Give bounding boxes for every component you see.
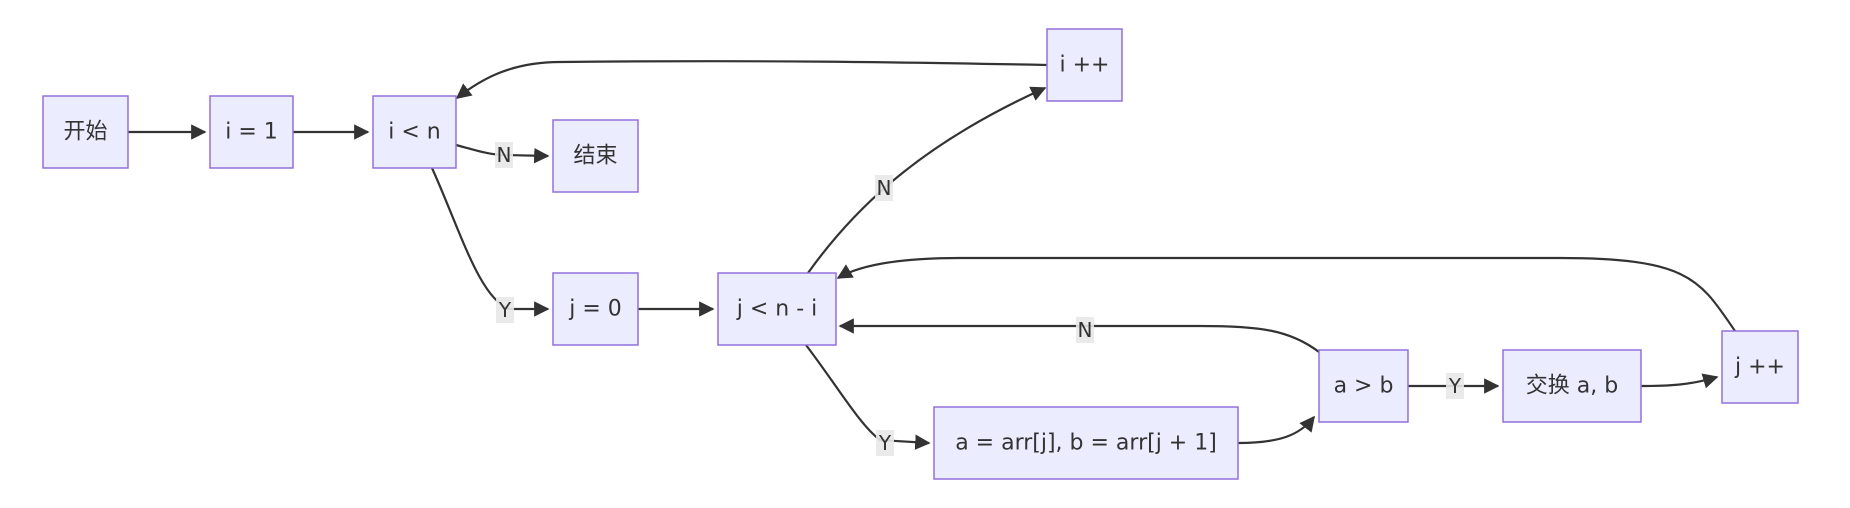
node-cmp: a > b [1318, 349, 1409, 423]
node-label: i ++ [1060, 53, 1110, 78]
node-swap: 交换 a, b [1502, 349, 1642, 423]
edge-cmp-to-cond_j [838, 318, 1320, 353]
edge-label-text: Y [498, 298, 512, 322]
node-label: 结束 [573, 144, 617, 169]
edge-label-text: N [497, 143, 512, 167]
node-assign: a = arr[j], b = arr[j + 1] [933, 406, 1239, 480]
nodes: 开始 i = 1 i < n 结束 j = 0 j < n - i i ++ a = arr[… [42, 28, 1799, 480]
node-box [1318, 349, 1409, 423]
node-cond_i: i < n [372, 95, 457, 169]
node-box [1721, 330, 1799, 404]
node-box [42, 95, 129, 169]
edge-label-background [496, 297, 514, 323]
edge-label-background [1446, 373, 1464, 399]
node-inc_j: j ++ [1721, 330, 1799, 404]
node-box [372, 95, 457, 169]
edge-label-cond_j-to-inc_i: N [875, 175, 893, 201]
node-inc_i: i ++ [1046, 28, 1123, 102]
edge-inc_i-to-cond_i [455, 60, 1048, 99]
node-box [933, 406, 1239, 480]
edge-cond_j-to-inc_i [807, 86, 1047, 274]
edge-label-background [876, 430, 894, 456]
edge-swap-to-inc_j [1640, 373, 1719, 389]
node-label: a > b [1334, 374, 1394, 399]
node-init_i: i = 1 [209, 95, 294, 169]
node-label: i = 1 [225, 120, 278, 145]
node-box [552, 119, 639, 193]
node-end: 结束 [552, 119, 639, 193]
edge-label-cond_i-to-end: N [495, 142, 513, 168]
node-label: j ++ [1734, 355, 1785, 380]
edge-inc_j-to-cond_j [836, 256, 1736, 332]
node-box [209, 95, 294, 169]
edge-label-background [1076, 317, 1094, 343]
edge-label-background [875, 175, 893, 201]
edge-labels: N Y N Y N Y [495, 142, 1464, 456]
node-label: 开始 [63, 120, 107, 145]
edge-label-text: Y [878, 431, 892, 455]
node-box [1502, 349, 1642, 423]
node-start: 开始 [42, 95, 129, 169]
node-label: 交换 a, b [1526, 374, 1618, 399]
node-init_j: j = 0 [552, 272, 639, 346]
node-box [552, 272, 639, 346]
edge-label-background [495, 142, 513, 168]
node-label: i < n [388, 120, 440, 145]
edge-label-cond_j-to-assign: Y [876, 430, 894, 456]
edge-label-text: N [877, 176, 892, 200]
edge-label-text: Y [1448, 374, 1462, 398]
edge-label-text: N [1078, 318, 1093, 342]
node-label: j = 0 [568, 297, 622, 322]
edge-assign-to-cmp [1237, 415, 1315, 445]
edge-label-cmp-to-swap: Y [1446, 373, 1464, 399]
edge-label-cond_i-to-init_j: Y [496, 297, 514, 323]
edges [128, 60, 1736, 450]
node-cond_j: j < n - i [717, 272, 837, 346]
node-label: a = arr[j], b = arr[j + 1] [955, 431, 1217, 456]
node-label: j < n - i [736, 297, 818, 322]
node-box [1046, 28, 1123, 102]
edge-cond_i-to-init_j [430, 167, 550, 317]
node-box [717, 272, 837, 346]
edge-label-cmp-to-cond_j: N [1076, 317, 1094, 343]
edge-cond_j-to-assign [805, 344, 931, 450]
